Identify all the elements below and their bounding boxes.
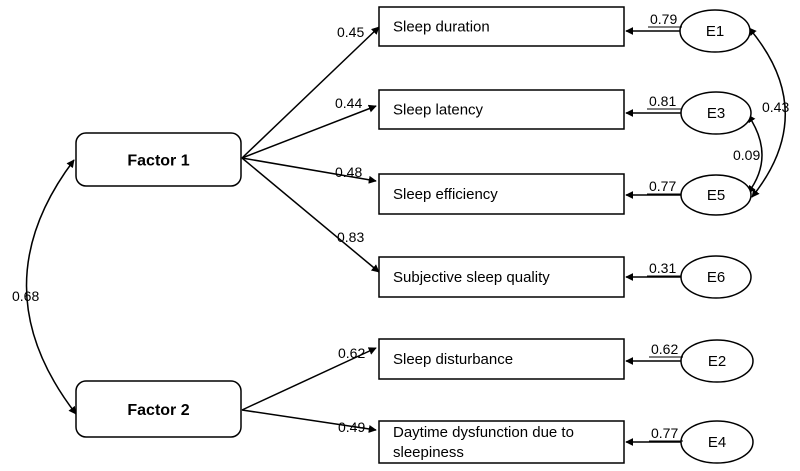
loading-arrow-3 bbox=[241, 157, 377, 184]
error-label-e4: E4 bbox=[708, 434, 726, 451]
error-path-value-5: 0.62 bbox=[651, 341, 678, 357]
indicator-label-2: Sleep latency bbox=[393, 102, 484, 119]
indicator-label-1: Sleep duration bbox=[393, 19, 490, 36]
covariance-arc-2 bbox=[748, 27, 786, 198]
error-ellipse-e4 bbox=[680, 420, 754, 464]
error-label-e2: E2 bbox=[708, 353, 726, 370]
labels-layer: 0.45 0.44 0.48 0.83 0.62 0.49 0.79 0.81 0.77 0.31… bbox=[12, 11, 789, 442]
error-path-value-2: 0.81 bbox=[649, 93, 676, 109]
loading-value-6: 0.49 bbox=[338, 419, 365, 435]
covariance-value-1: 0.68 bbox=[12, 288, 39, 304]
error-label-e5: E5 bbox=[707, 187, 725, 204]
loading-arrow-6 bbox=[241, 409, 377, 433]
indicator-box-6 bbox=[378, 420, 625, 464]
error-ellipse-e2 bbox=[680, 339, 754, 383]
indicator-box-3 bbox=[378, 173, 625, 215]
error-ellipse-e5 bbox=[680, 174, 752, 216]
covariance-value-3: 0.09 bbox=[733, 147, 760, 163]
indicator-label-4: Subjective sleep quality bbox=[393, 269, 550, 286]
indicator-label-3: Sleep efficiency bbox=[393, 186, 498, 203]
error-ellipse-e1 bbox=[679, 9, 751, 53]
loading-arrow-1 bbox=[241, 26, 380, 159]
factor-label-2: Factor 2 bbox=[127, 402, 189, 419]
covariance-arc-3 bbox=[747, 114, 763, 194]
error-ellipse-e3 bbox=[680, 91, 752, 135]
loading-arrow-4 bbox=[241, 157, 380, 273]
indicator-box-2 bbox=[378, 89, 625, 130]
factor-box-1 bbox=[75, 132, 242, 187]
indicator-label-6-line-1: Daytime dysfunction due to bbox=[393, 424, 574, 441]
loading-arrow-2 bbox=[241, 104, 377, 159]
covariance-value-2: 0.43 bbox=[762, 99, 789, 115]
error-ellipse-e6 bbox=[680, 255, 752, 299]
indicator-box-5 bbox=[378, 338, 625, 380]
indicator-label-5: Sleep disturbance bbox=[393, 351, 513, 368]
covariance-arc-1 bbox=[25, 159, 77, 415]
loading-arrow-5 bbox=[241, 347, 377, 411]
loading-value-3: 0.48 bbox=[335, 164, 362, 180]
error-path-value-4: 0.31 bbox=[649, 260, 676, 276]
loading-value-4: 0.83 bbox=[337, 229, 364, 245]
error-label-e3: E3 bbox=[707, 105, 725, 122]
factor-box-2 bbox=[75, 380, 242, 438]
error-path-value-3: 0.77 bbox=[649, 178, 676, 194]
loading-value-1: 0.45 bbox=[337, 24, 364, 40]
factor-label-1: Factor 1 bbox=[127, 153, 189, 170]
loading-value-2: 0.44 bbox=[335, 95, 362, 111]
indicator-box-1 bbox=[378, 6, 625, 47]
error-path-value-6: 0.77 bbox=[651, 425, 678, 441]
loading-value-5: 0.62 bbox=[338, 345, 365, 361]
indicator-box-4 bbox=[378, 256, 625, 298]
edges-layer bbox=[25, 26, 786, 446]
error-label-e6: E6 bbox=[707, 269, 725, 286]
error-label-e1: E1 bbox=[706, 23, 724, 40]
indicator-label-6-line-2: sleepiness bbox=[393, 444, 464, 461]
error-path-value-1: 0.79 bbox=[650, 11, 677, 27]
